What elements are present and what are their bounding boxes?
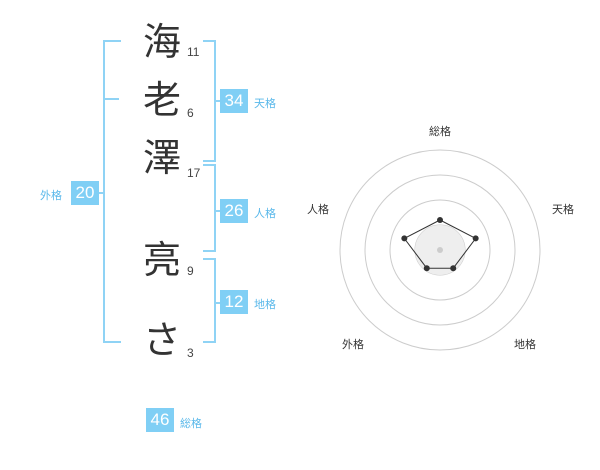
radar-point-1 — [437, 217, 443, 223]
radar-label-tenkaku: 天格 — [552, 203, 574, 216]
chikaku-bracket — [203, 258, 216, 343]
name-char-5: さ — [142, 318, 181, 362]
radar-label-soukaku: 総格 — [429, 125, 451, 138]
soukaku-label: 総格 — [180, 417, 202, 430]
jinkaku-value-badge: 26 — [220, 199, 248, 223]
radar-ring-4 — [339, 149, 541, 351]
chikaku-connector — [215, 302, 221, 304]
stroke-count-1: 11 — [187, 45, 200, 59]
gaikaku-value-badge: 20 — [71, 181, 99, 205]
radar-point-3 — [450, 265, 457, 272]
radar-label-jinkaku: 人格 — [307, 203, 329, 216]
gaikaku-bracket-tick — [105, 98, 119, 100]
radar-ring-3 — [364, 174, 516, 326]
gaikaku-label: 外格 — [40, 189, 62, 202]
name-char-3: 澤 — [142, 136, 181, 180]
gaikaku-bracket — [103, 40, 121, 343]
radar-point-4 — [423, 265, 430, 272]
name-char-4: 亮 — [142, 238, 181, 282]
stroke-count-5: 3 — [187, 346, 194, 360]
soukaku-value-badge: 46 — [146, 408, 174, 432]
name-char-2: 老 — [142, 78, 181, 122]
stroke-count-2: 6 — [187, 106, 194, 120]
name-char-1: 海 — [142, 20, 181, 64]
radar-point-2 — [472, 235, 479, 242]
radar-ring-2 — [389, 199, 491, 301]
tenkaku-value-badge: 34 — [220, 89, 248, 113]
jinkaku-bracket — [203, 164, 216, 252]
tenkaku-label: 天格 — [254, 97, 276, 110]
radar-point-5 — [401, 235, 408, 242]
radar-label-gaikaku: 外格 — [342, 338, 364, 351]
radar-series-line — [403, 219, 477, 269]
radar-center-point — [437, 247, 443, 253]
radar-label-chikaku: 地格 — [514, 338, 536, 351]
stroke-count-3: 17 — [187, 166, 201, 180]
jinkaku-label: 人格 — [254, 207, 276, 220]
stroke-count-4: 9 — [187, 264, 194, 278]
tenkaku-connector — [215, 100, 221, 102]
chikaku-label: 地格 — [254, 298, 276, 311]
jinkaku-connector — [215, 210, 221, 212]
chikaku-value-badge: 12 — [220, 290, 248, 314]
gaikaku-connector — [99, 192, 103, 194]
